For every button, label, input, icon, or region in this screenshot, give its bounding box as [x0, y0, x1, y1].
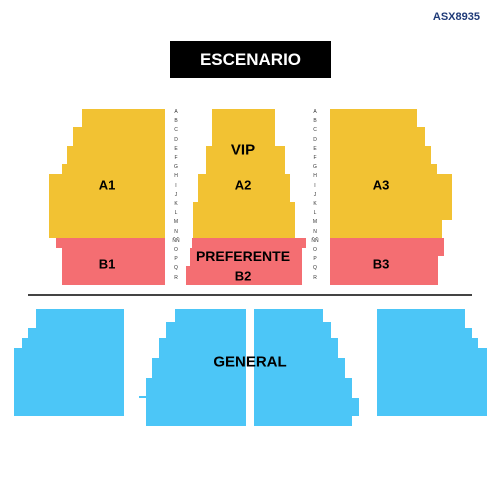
row-label: N	[174, 228, 178, 235]
row-label: O	[174, 247, 178, 253]
row-label: P	[174, 256, 178, 263]
row-label: F	[174, 155, 178, 161]
row-label: I	[314, 182, 316, 189]
row-label: N	[313, 228, 317, 235]
section-label-general: GENERAL	[213, 353, 287, 371]
row-label: Q	[313, 265, 317, 272]
row-label: Q	[174, 265, 178, 272]
row-label: C	[174, 127, 178, 134]
row-label: M	[173, 219, 179, 226]
section-a2[interactable]	[193, 109, 295, 238]
row-label: L	[174, 210, 178, 217]
section-b2[interactable]	[186, 238, 306, 285]
row-label: P	[313, 256, 317, 263]
row-label: A	[174, 109, 178, 115]
row-label: D	[174, 136, 178, 143]
row-label: J	[313, 191, 317, 198]
row-label: R	[313, 274, 317, 281]
row-label: B	[174, 118, 178, 125]
row-label: H	[174, 173, 178, 180]
venue-code: ASX8935	[432, 11, 480, 23]
row-label: G	[313, 164, 317, 171]
section-label-a3: A3	[372, 177, 390, 193]
row-label: F	[313, 155, 317, 161]
section-b1[interactable]	[56, 238, 165, 285]
row-label: C	[313, 127, 317, 134]
section-label-vip: VIP	[230, 141, 256, 159]
row-label: G	[174, 164, 178, 171]
row-label: A	[313, 109, 317, 115]
section-general-center-right[interactable]	[254, 309, 359, 426]
section-label-b3: B3	[372, 256, 390, 272]
section-label-preferente: PREFERENTE	[195, 248, 291, 264]
section-a1[interactable]	[49, 109, 165, 238]
stage-label: ESCENARIO	[170, 41, 331, 78]
row-label: D	[313, 136, 317, 143]
section-label-a2: A2	[234, 177, 252, 193]
row-label: K	[174, 201, 178, 207]
divider-line	[28, 294, 472, 296]
row-label: ÑÑ	[172, 237, 180, 244]
row-label: B	[313, 118, 317, 125]
row-label: L	[313, 210, 317, 217]
section-a3[interactable]	[330, 109, 452, 238]
section-label-b1: B1	[98, 256, 116, 272]
row-label: ÑÑ	[311, 237, 319, 244]
section-general-right[interactable]	[377, 309, 487, 416]
section-label-b2: B2	[234, 268, 252, 284]
row-label: H	[313, 173, 317, 180]
section-b3[interactable]	[330, 238, 444, 285]
row-label: O	[313, 247, 317, 253]
row-label: M	[312, 219, 318, 226]
row-label: K	[313, 201, 317, 207]
row-label: E	[313, 145, 317, 152]
row-label: I	[175, 182, 177, 189]
row-label: E	[174, 145, 178, 152]
row-label: R	[174, 274, 178, 281]
row-label: J	[174, 191, 178, 198]
section-general-center-left[interactable]	[139, 309, 246, 426]
section-general-left[interactable]	[14, 309, 124, 416]
section-label-a1: A1	[98, 177, 116, 193]
